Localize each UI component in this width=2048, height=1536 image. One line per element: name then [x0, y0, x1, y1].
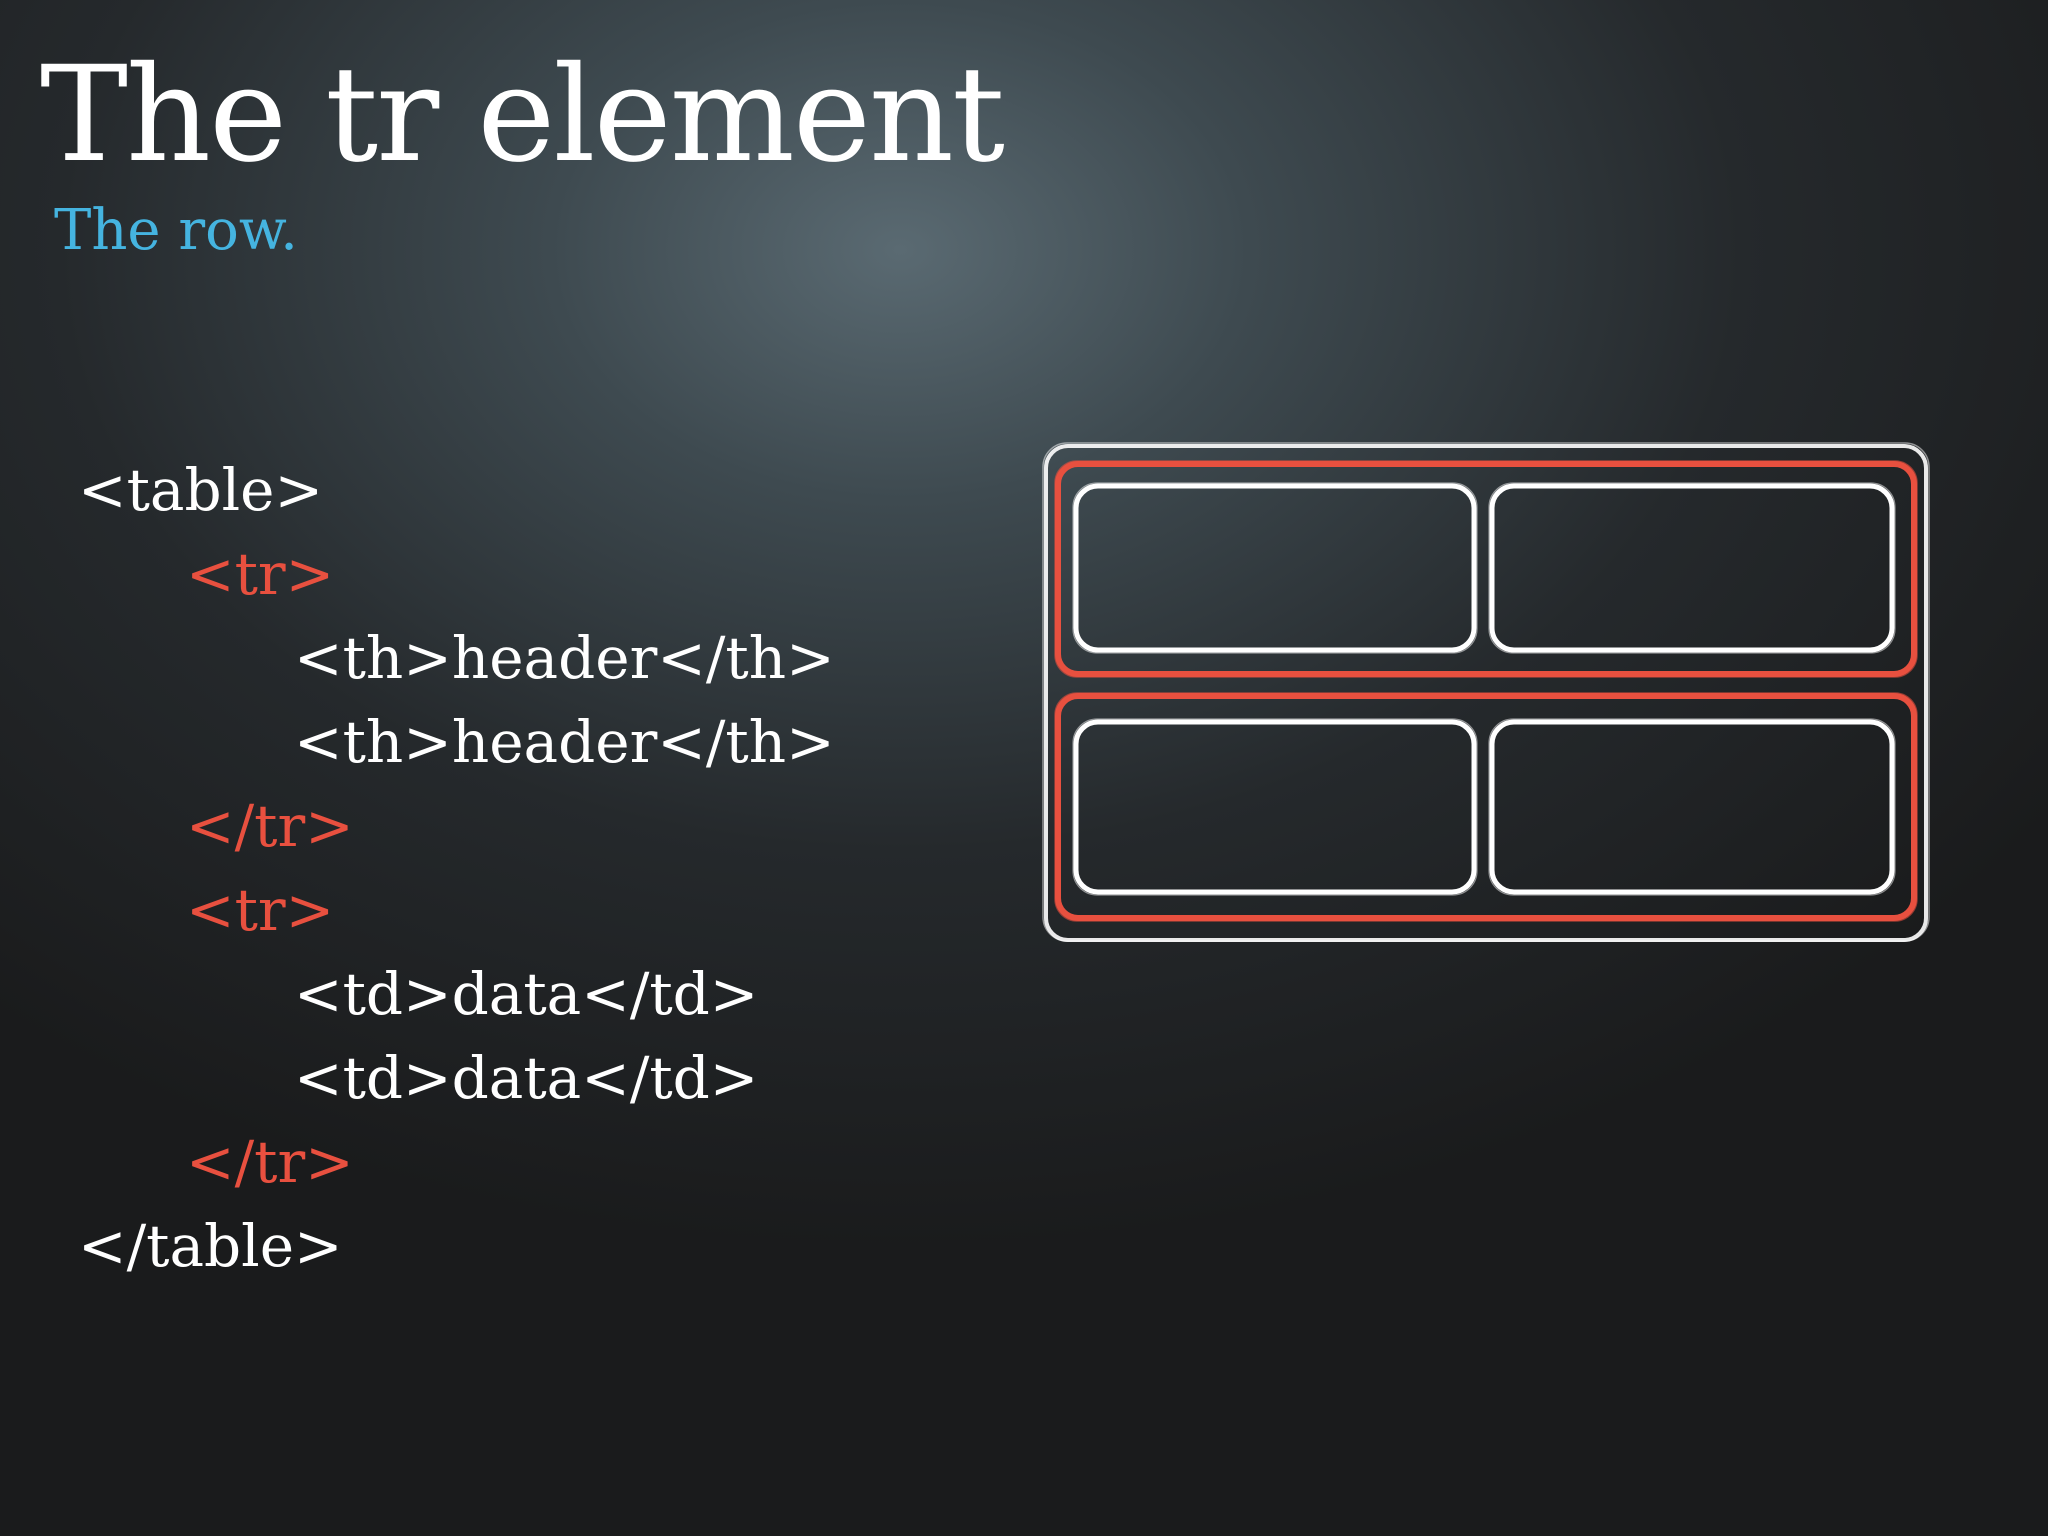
code-line-tr-close: </tr>: [186, 792, 354, 860]
code-line-tr-open: <tr>: [186, 540, 335, 608]
data-cell-1: [1072, 718, 1478, 896]
row-outline-2: [1054, 692, 1918, 922]
table-outline: [1042, 442, 1930, 942]
code-line-tr-close: </tr>: [186, 1128, 354, 1196]
row-outline-1: [1054, 460, 1918, 678]
code-line-table-open: <table>: [78, 456, 324, 524]
code-line-td: <td>data</td>: [294, 960, 759, 1028]
code-line-th: <th>header</th>: [294, 624, 835, 692]
code-example: <table> <tr> <th>header</th> <th>header<…: [78, 448, 835, 1288]
code-line-tr-open: <tr>: [186, 876, 335, 944]
slide-title: The tr element: [40, 38, 1005, 192]
table-diagram: [1042, 442, 1930, 942]
header-cell-1: [1072, 482, 1478, 654]
code-line-td: <td>data</td>: [294, 1044, 759, 1112]
data-cell-2: [1488, 718, 1896, 896]
slide-subtitle: The row.: [54, 198, 298, 263]
code-line-th: <th>header</th>: [294, 708, 835, 776]
header-cell-2: [1488, 482, 1896, 654]
code-line-table-close: </table>: [78, 1212, 343, 1280]
